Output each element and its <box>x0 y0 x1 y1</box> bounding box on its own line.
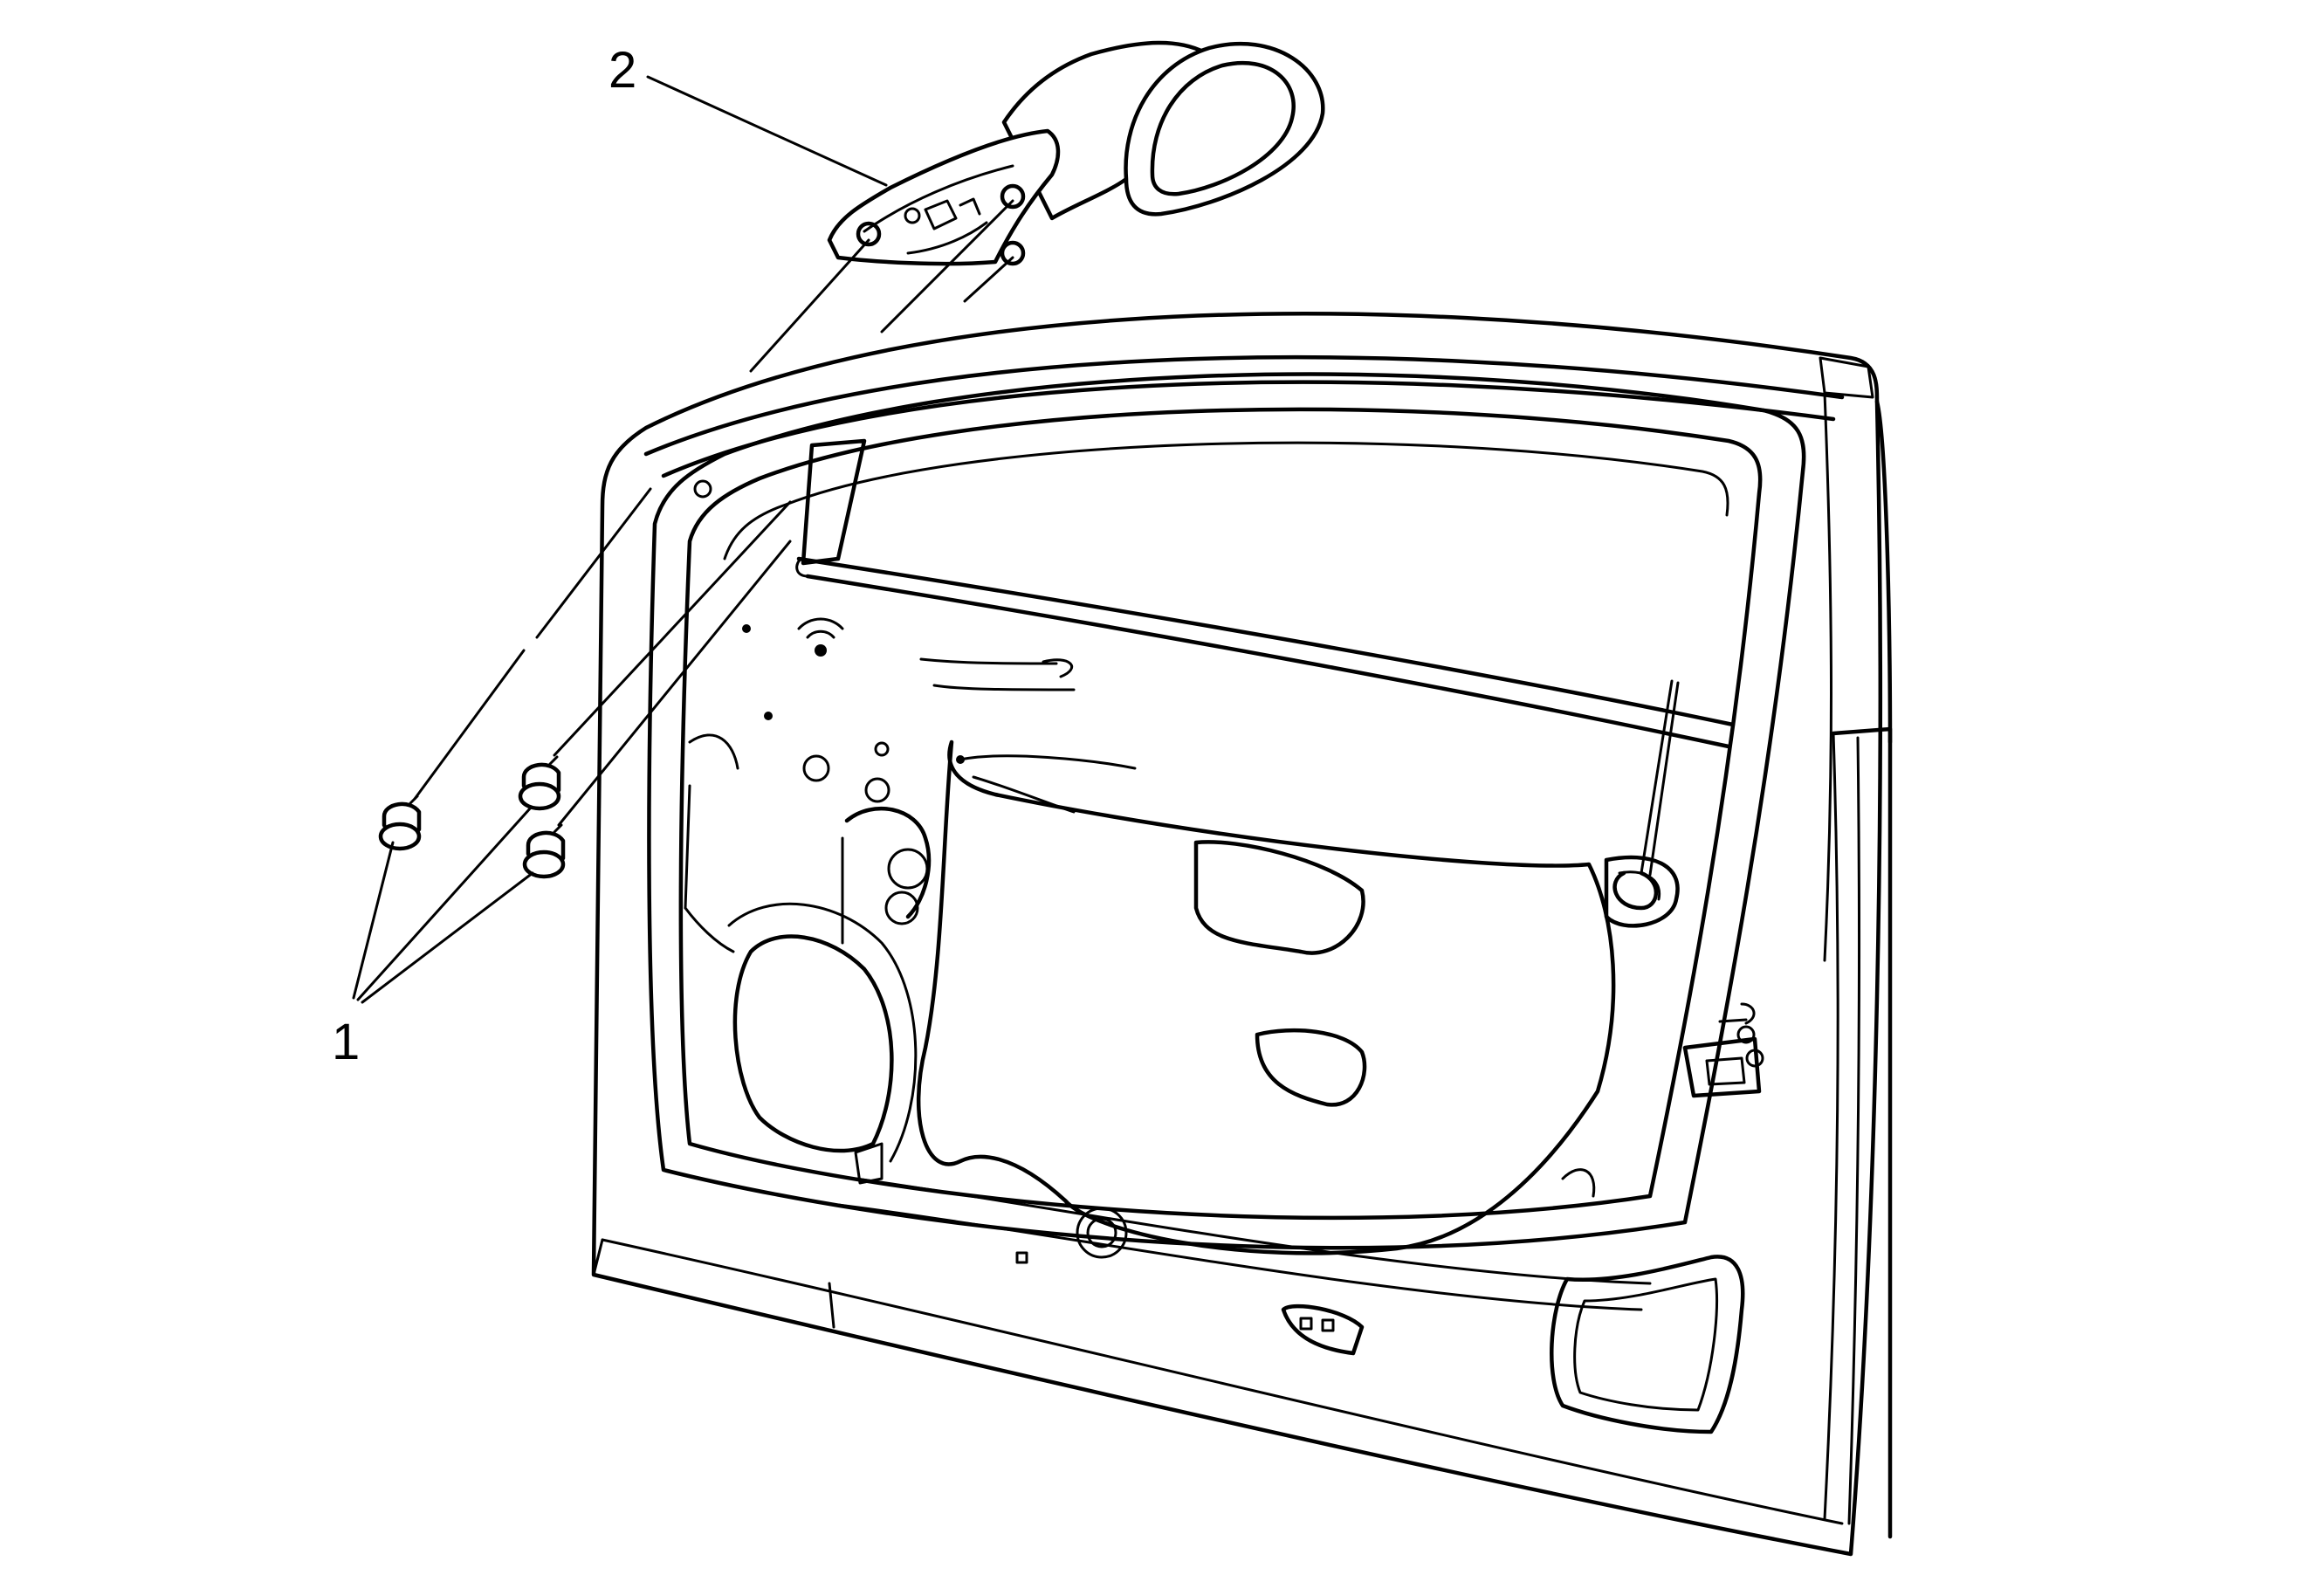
outside-mirror-assembly <box>827 40 1325 266</box>
exploded-view-lines <box>413 199 1014 827</box>
callout-2-label: 2 <box>609 42 636 99</box>
callout-2: 2 <box>609 42 888 187</box>
grommet-symbol <box>797 617 844 657</box>
panel-holes <box>693 479 1764 1332</box>
callout-1-label: 1 <box>332 1014 360 1070</box>
door-inner-panel <box>684 657 1762 1434</box>
mirror-fasteners <box>378 755 566 879</box>
door-outer-shell <box>591 312 1893 1557</box>
fastener-middle <box>518 755 561 811</box>
fastener-lower <box>522 823 566 879</box>
door-window-frame <box>647 372 1806 1250</box>
window-glass-channel <box>795 438 1736 749</box>
callout-1: 1 <box>332 806 534 1070</box>
fastener-upper <box>378 794 422 851</box>
